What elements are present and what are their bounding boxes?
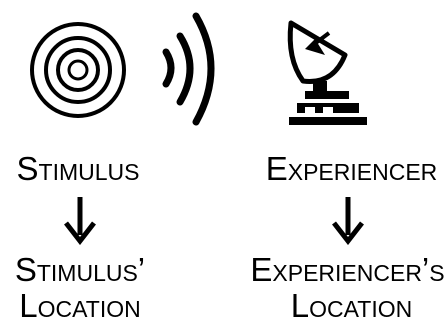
speaker-icon — [30, 22, 126, 118]
sound-waves-icon — [162, 12, 215, 126]
arrow-down-icon — [64, 197, 96, 245]
satellite-dish-icon — [287, 20, 367, 125]
stimulus-location-label-line2: Location — [19, 287, 141, 324]
experiencer-location-label-line1: Experiencer’s — [250, 251, 445, 288]
stimulus-label: Stimulus — [16, 150, 140, 187]
stimulus-location-label-line1: Stimulus’ — [14, 251, 146, 288]
experiencer-location-label-line2: Location — [290, 287, 413, 324]
experiencer-label: Experiencer — [265, 150, 438, 187]
arrow-down-icon — [332, 197, 364, 245]
